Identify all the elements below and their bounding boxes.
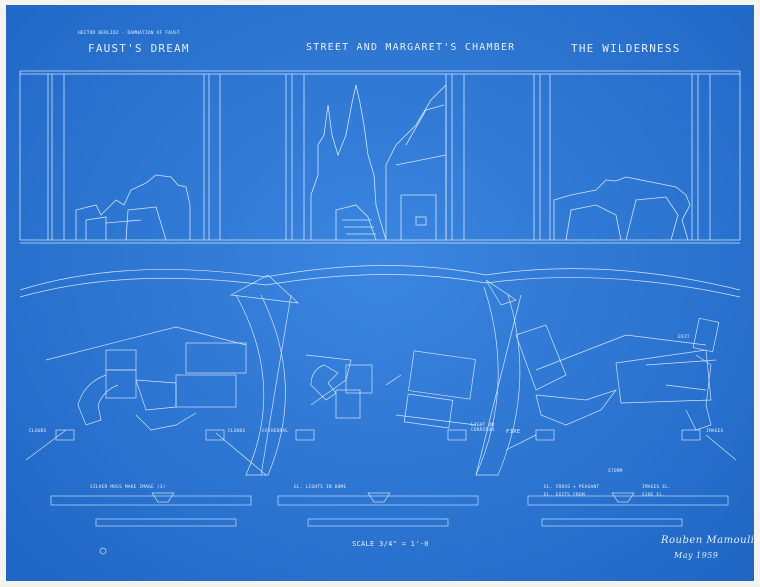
street-scenery (310, 84, 447, 241)
plan-label-exit: EXIT (678, 335, 690, 340)
plan-label-fire: FIRE (506, 429, 521, 435)
scale-note: SCALE 3/4" = 1'-0 (352, 540, 429, 548)
legend-right-c: IMAGES EL. (642, 485, 672, 490)
plan-label-clouds-right: CLOUDS (228, 429, 246, 434)
plan-left (25, 326, 267, 476)
blueprint-drawing (19, 70, 741, 555)
wilderness-scenery (553, 176, 691, 241)
plan-label-cathedral: CATHEDRAL (262, 429, 289, 434)
opera-credit: HECTOR BERLIOZ - DAMNATION OF FAUST (78, 31, 180, 36)
legend-mid: EL. LIGHTS IN DOME (294, 485, 347, 490)
legend-right-a: EL. CROSS + PEASANT (544, 485, 600, 490)
wedge-right (485, 279, 517, 306)
proscenium-arc (19, 265, 741, 291)
scene-title-1: FAUST'S DREAM (88, 42, 190, 55)
plan-middle (295, 350, 477, 441)
plan-label-clouds-left: CLOUDS (29, 429, 47, 434)
legend-right-b: EL. EXITS FROM (544, 493, 585, 498)
legend-left: SILVER MOSS MAKE IMAGE (3) (90, 485, 166, 490)
scene-title-2: STREET AND MARGARET'S CHAMBER (306, 42, 516, 53)
wedge-left (229, 274, 300, 304)
legend-storm: STORM (608, 469, 623, 474)
legend-box-left (50, 495, 252, 506)
legend-right-d: SIDE EL. (642, 493, 666, 498)
designer-signature: Rouben Mamoulian (661, 535, 754, 546)
column-pillars (47, 74, 711, 240)
blueprint-sheet: HECTOR BERLIOZ - DAMNATION OF FAUST FAUS… (6, 5, 754, 581)
signature-date: May 1959 (674, 551, 719, 560)
dream-scenery (75, 174, 191, 241)
plan-label-corridor: LIGHT ON CORRIDOR (471, 423, 495, 433)
plan-right (505, 317, 737, 461)
scene-title-3: THE WILDERNESS (571, 42, 681, 55)
legend-box-right (527, 495, 729, 506)
legend-box-mid (277, 495, 479, 506)
plan-label-images: IMAGES (706, 429, 724, 434)
